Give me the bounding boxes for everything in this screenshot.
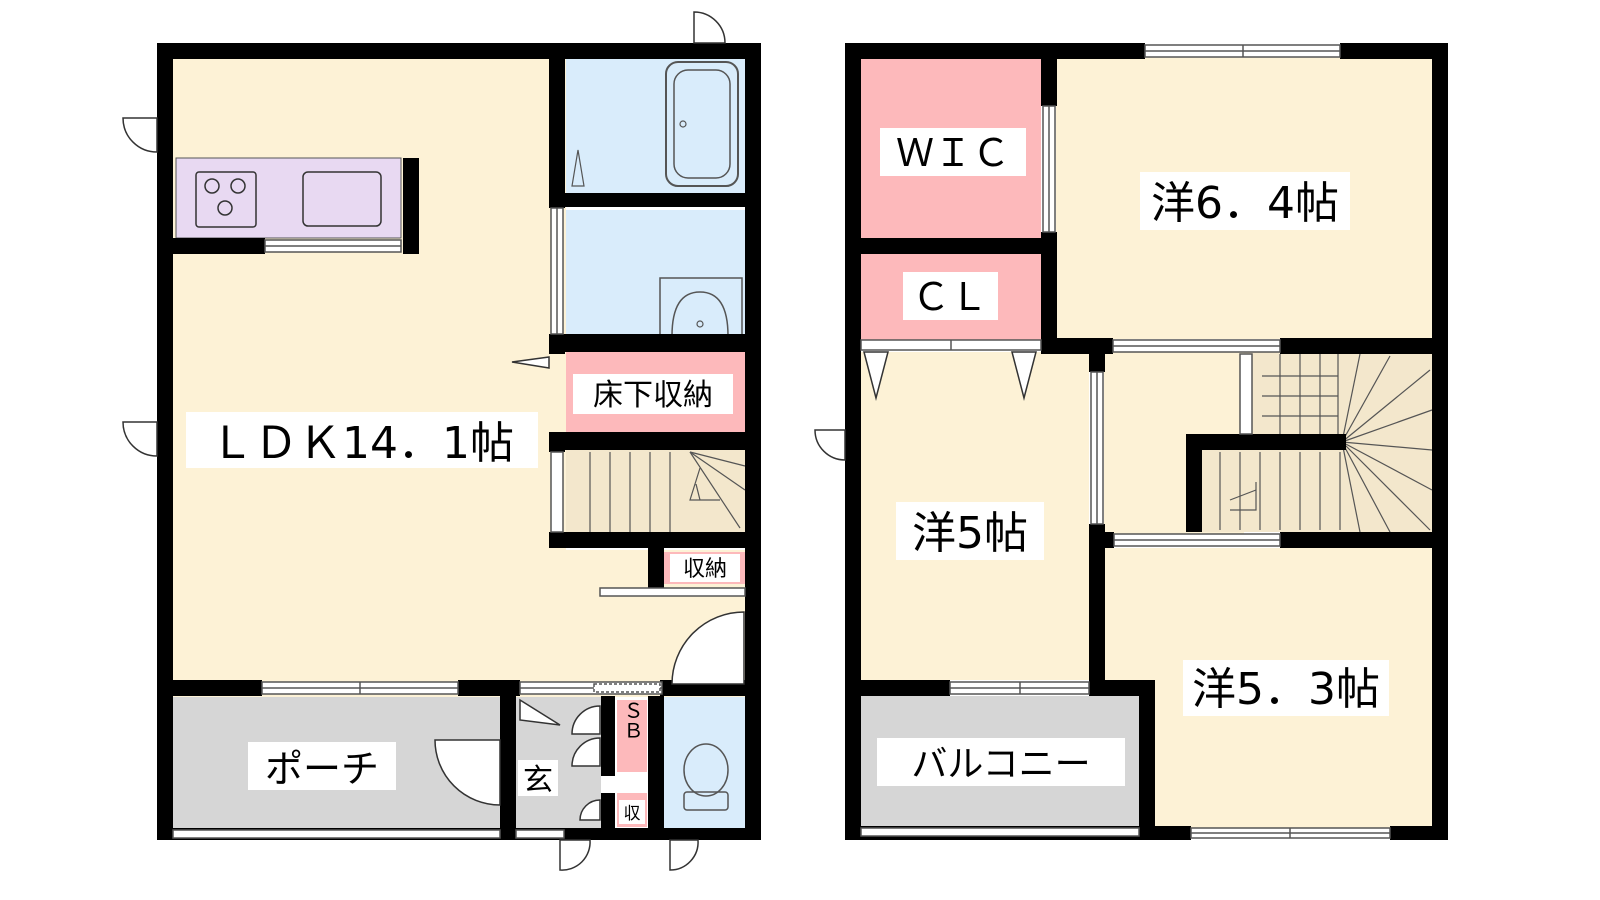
room-5-label: 洋5帖: [912, 508, 1028, 559]
ldk-room: [173, 57, 566, 697]
shoe-box: [617, 700, 647, 772]
stairs-2f-lower: [1200, 450, 1434, 532]
door-arc-icon: [122, 117, 158, 153]
bathtub-inner: [673, 69, 731, 179]
bathroom: [566, 57, 746, 202]
windows-floor-1: [172, 207, 746, 839]
door-arc-icon: [571, 737, 601, 767]
floor-1: ＬＤＫ14．1帖 床下収納 収納 ポーチ 玄 ＳＢ 収: [122, 11, 761, 871]
kitchen-wall-stub: [403, 158, 419, 254]
room-64-label: 洋6．4帖: [1151, 178, 1339, 229]
wic-label: ＷＩＣ: [896, 131, 1010, 175]
small-storage-label-bg: [619, 800, 645, 824]
shoe-box-label: ＳＢ: [620, 700, 644, 740]
burner-icon: [217, 200, 233, 216]
windows-floor-2: [860, 44, 1391, 839]
small-storage-label: 収: [624, 804, 641, 824]
ldk-label: ＬＤＫ14．1帖: [210, 418, 514, 469]
door-leaf-icon: [519, 698, 561, 726]
closet-label: ＣＬ: [912, 275, 988, 319]
door-arc-icon: [671, 611, 745, 685]
door-arc-icon: [434, 739, 501, 806]
stairs-1f: [566, 450, 746, 540]
porch-label: ポーチ: [265, 747, 379, 791]
closet-label-bg: [903, 272, 998, 320]
wic-label-bg: [880, 128, 1026, 176]
door-leaf-icon: [1011, 351, 1037, 401]
drain-icon: [679, 120, 687, 128]
room-64-label-bg: [1140, 172, 1350, 230]
door-arc-icon: [559, 839, 591, 871]
toilet-icon: [683, 743, 729, 797]
entrance-label-bg: [518, 760, 558, 796]
room-53-label-bg: [1183, 660, 1389, 716]
storage-label: 収納: [683, 557, 727, 582]
door-arc-icon: [579, 799, 601, 821]
storage-label-bg: [670, 554, 740, 582]
room-5-label-bg: [896, 502, 1044, 560]
stairs-1f-treads: [589, 451, 746, 538]
basin-bowl: [671, 291, 729, 337]
floor-2: ＷＩＣ ＣＬ 洋6．4帖 洋5帖 洋5．3帖 バルコニー: [814, 43, 1448, 840]
doors-floor-1: [122, 11, 745, 871]
door-leaf-icon: [863, 351, 889, 401]
door-arc-icon: [571, 705, 601, 735]
door-leaf-icon: [511, 356, 550, 369]
bath-door-icon: [571, 149, 585, 187]
toilet-room: [664, 697, 746, 829]
doors-floor-2: [814, 351, 1037, 461]
walls-floor-1: [157, 43, 761, 840]
bathtub-icon: [665, 61, 739, 187]
door-arc-icon: [669, 839, 699, 871]
room-53-label: 洋5．3帖: [1192, 664, 1380, 715]
sink: [302, 171, 382, 227]
toilet-tank: [683, 791, 729, 811]
burner-icon: [230, 178, 246, 194]
stove: [195, 171, 257, 228]
door-arc-icon: [814, 429, 846, 461]
door-arc-icon: [122, 421, 158, 457]
entrance-label: 玄: [523, 763, 553, 798]
washroom: [566, 210, 746, 340]
balcony-label: バルコニー: [911, 744, 1090, 785]
door-arc-icon: [693, 11, 726, 44]
underfloor-storage-label: 床下収納: [593, 378, 713, 413]
ldk-label-bg: [186, 412, 538, 468]
burner-icon: [204, 178, 220, 194]
porch-label-bg: [248, 742, 396, 790]
underfloor-label-bg: [573, 374, 733, 414]
kitchen-base: [173, 238, 265, 254]
tap-icon: [696, 320, 704, 328]
balcony-label-bg: [877, 738, 1125, 786]
